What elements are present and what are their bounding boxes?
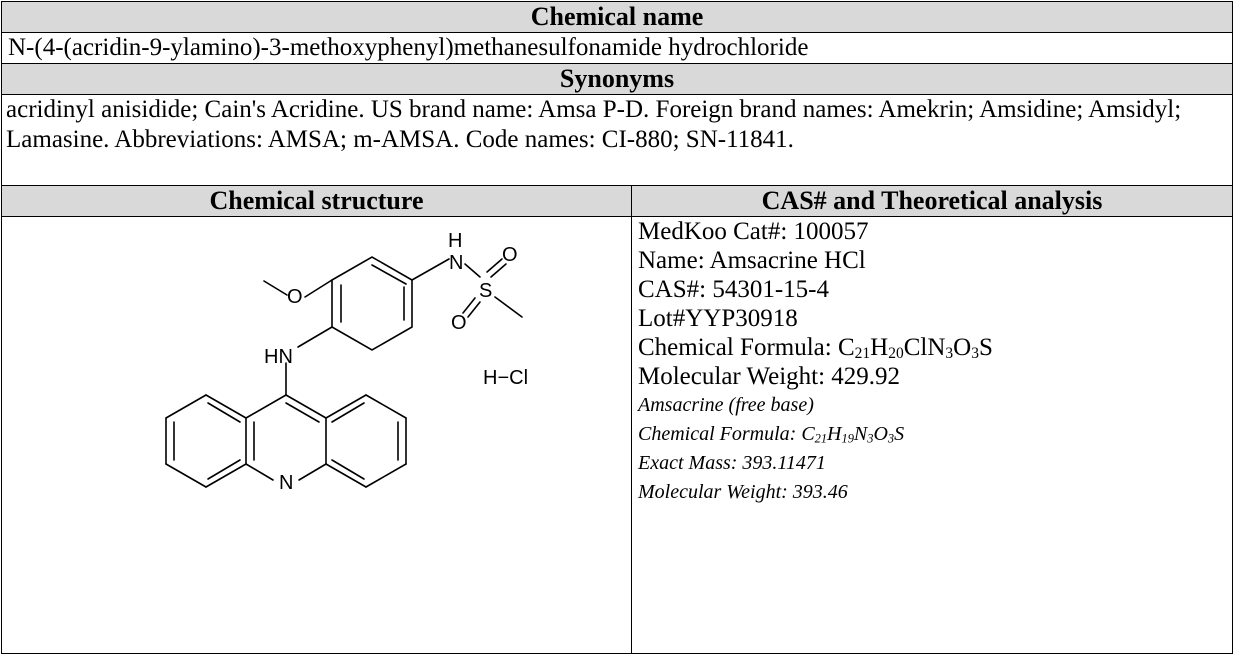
chemical-structure-cell: O H N O S O HN N H−Cl [1,216,632,654]
medkoo-cat: MedKoo Cat#: 100057 [638,218,869,245]
atom-label-o-methoxy: O [287,286,303,308]
chemical-formula: Chemical Formula: C21H20ClN3O3S [638,334,993,363]
free-base-formula: Chemical Formula: C21H19N3O3S [638,423,905,446]
free-base-title: Amsacrine (free base) [638,394,814,416]
hcl-label: H−Cl [483,367,528,389]
exact-mass: Exact Mass: 393.11471 [638,452,826,474]
cas-analysis-cell: MedKoo Cat#: 100057 Name: Amsacrine HCl … [631,216,1233,654]
atom-label-o-top: O [502,244,518,266]
atom-label-h: H [448,230,462,252]
cas-number: CAS#: 54301-15-4 [638,276,829,303]
product-name: Name: Amsacrine HCl [638,247,866,274]
atom-label-n-sulfonamide: N [449,252,463,274]
free-base-molecular-weight: Molecular Weight: 393.46 [638,481,848,503]
molecular-weight: Molecular Weight: 429.92 [638,363,901,390]
chemical-structure-drawing: O H N O S O HN N H−Cl [165,230,528,494]
chemical-structure-header: Chemical structure [1,185,632,217]
cas-analysis-header: CAS# and Theoretical analysis [631,185,1233,217]
atom-label-n-ring: N [279,472,293,494]
chemical-name-header: Chemical name [1,1,1233,33]
atom-label-o-bottom: O [451,312,467,334]
lot-number: Lot#YYP30918 [638,305,798,332]
chemical-name-value: N-(4-(acridin-9-ylamino)-3-methoxyphenyl… [1,32,1233,64]
synonyms-value: acridinyl anisidide; Cain's Acridine. US… [1,94,1233,186]
atom-label-hn: HN [264,346,293,368]
synonyms-header: Synonyms [1,63,1233,95]
atom-label-s: S [479,280,492,302]
